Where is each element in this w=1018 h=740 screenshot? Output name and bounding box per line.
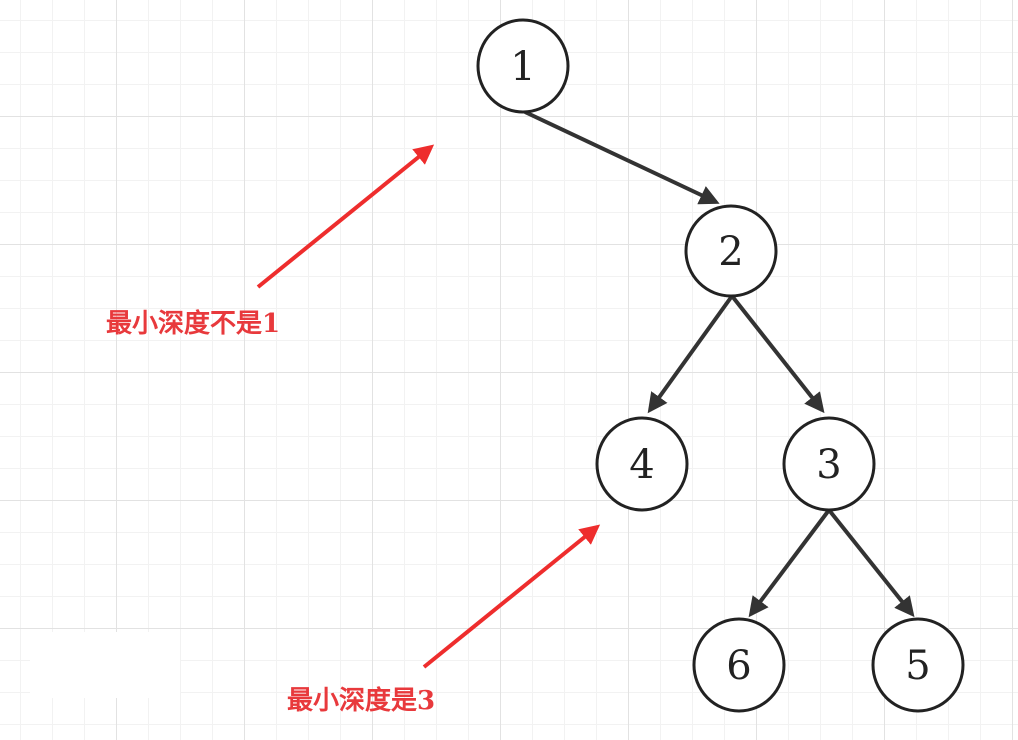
tree-node-6: 6 (692, 617, 786, 713)
edge-2-3 (730, 294, 825, 414)
edge-1-2 (524, 110, 720, 205)
edge-3-6 (748, 508, 831, 618)
annotation-arrow-2 (422, 524, 601, 669)
node-label: 3 (816, 442, 841, 488)
tree-node-4: 4 (595, 416, 689, 512)
annotation-min-depth-not-1: 最小深度不是1 (106, 308, 280, 339)
node-label: 1 (510, 44, 535, 90)
blank-patch (30, 632, 180, 698)
annotation-arrow-1 (256, 144, 435, 289)
node-label: 4 (629, 442, 654, 488)
edge-3-5 (827, 508, 915, 618)
edge-2-4 (647, 294, 734, 414)
tree-node-3: 3 (782, 416, 876, 512)
tree-node-1: 1 (476, 18, 570, 114)
tree-node-5: 5 (871, 617, 965, 713)
node-label: 2 (718, 229, 743, 275)
annotation-min-depth-3: 最小深度是3 (287, 685, 435, 716)
node-label: 5 (905, 643, 930, 689)
tree-node-2: 2 (684, 204, 778, 298)
node-label: 6 (726, 643, 751, 689)
